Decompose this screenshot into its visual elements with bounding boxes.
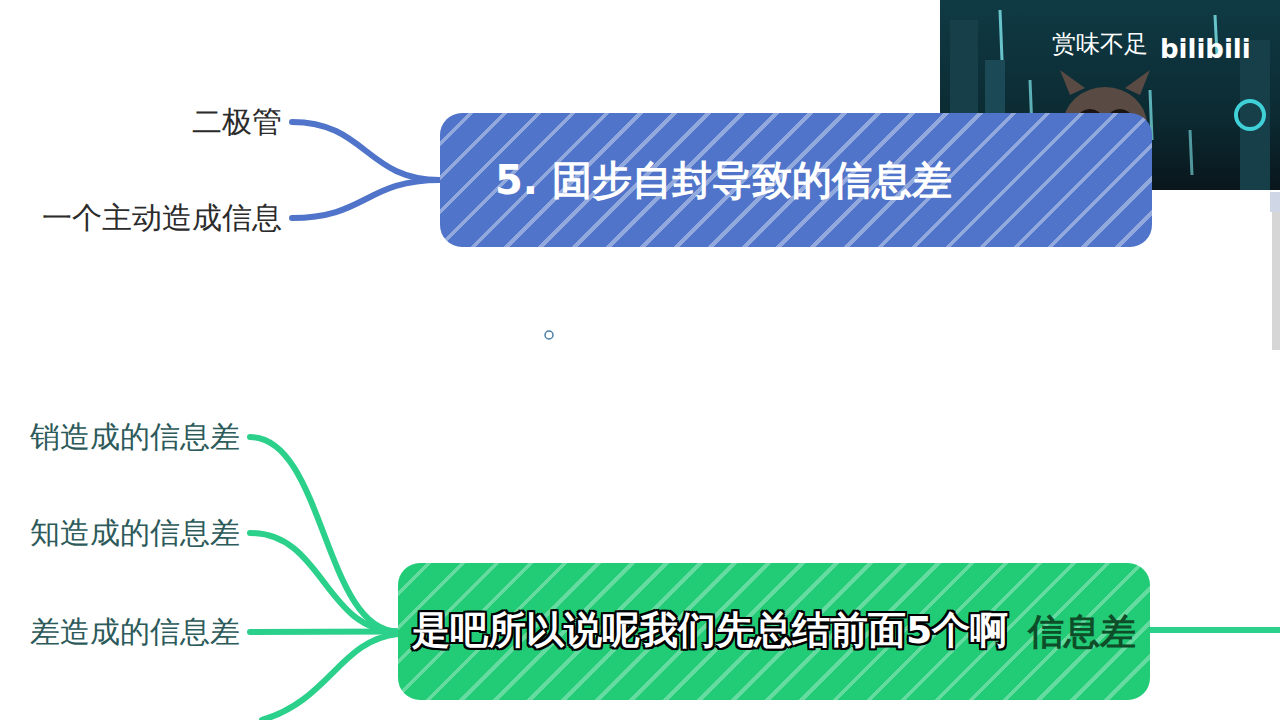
watermark-text: 赏味不足 [1052, 30, 1148, 59]
topic-title: 5. 固步自封导致的信息差 [495, 156, 952, 204]
branch-label: 一个主动造成信息 [42, 200, 282, 236]
watermark-logo: bilibili [1160, 34, 1251, 65]
branch-text: 一个主动造成信息 [42, 200, 282, 236]
branch-text: 知造成的信息差 [30, 515, 240, 551]
branch-label: 二极管 [192, 104, 282, 140]
branch-connector [292, 122, 440, 180]
branch-line [262, 634, 398, 720]
branch-text: 差造成的信息差 [30, 614, 240, 650]
branch-connector [250, 629, 398, 636]
topic-box: 5. 固步自封导致的信息差 [440, 113, 1152, 247]
scroll-strip [1270, 192, 1280, 212]
branch-connector [292, 180, 440, 218]
scroll-strip [1272, 195, 1280, 350]
topic-title: 信息差 [1028, 610, 1136, 653]
video-subtitle: 是吧所以说呢我们先总结前面5个啊 [412, 608, 1008, 654]
branch-text: 二极管 [192, 104, 282, 140]
branch-text: 销造成的信息差 [30, 419, 240, 455]
cursor-dot [545, 331, 553, 339]
branch-label: 差造成的信息差 [30, 614, 240, 650]
branch-connector [250, 533, 398, 632]
branch-label: 销造成的信息差 [30, 419, 240, 455]
branch-connector [250, 437, 398, 632]
branch-label: 知造成的信息差 [30, 515, 240, 551]
branch-line [1150, 627, 1280, 633]
